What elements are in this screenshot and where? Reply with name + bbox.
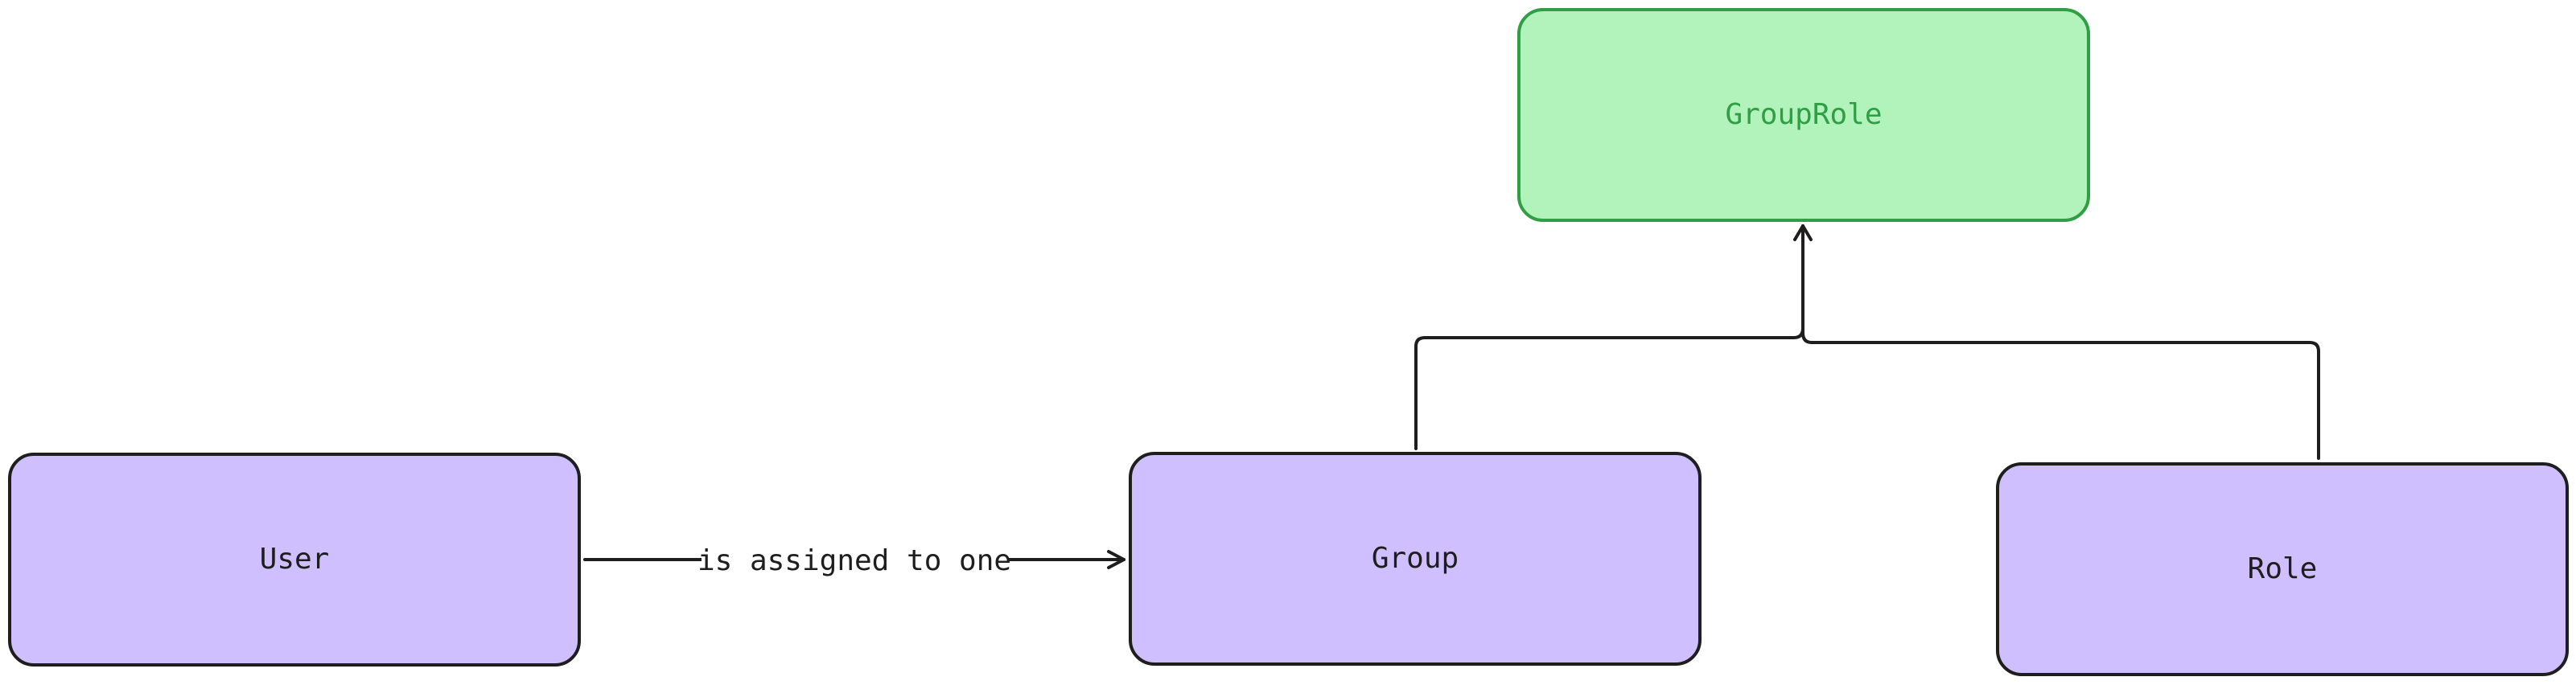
group-to-grouprole-connector — [1414, 224, 1804, 450]
grouprole-arrowhead — [1793, 224, 1813, 241]
role-to-grouprole-connector — [1801, 224, 2320, 460]
group-node[interactable]: Group — [1129, 452, 1702, 666]
user-label: User — [259, 543, 330, 576]
group-label: Group — [1371, 542, 1459, 575]
grouprole-label: GroupRole — [1725, 98, 1883, 131]
role-node[interactable]: Role — [1996, 462, 2569, 676]
role-label: Role — [2247, 552, 2318, 585]
user-to-group-edge-label: is assigned to one — [697, 543, 1011, 580]
user-to-group-arrowhead — [1107, 550, 1125, 569]
user-node[interactable]: User — [8, 453, 581, 667]
grouprole-node[interactable]: GroupRole — [1517, 8, 2090, 222]
